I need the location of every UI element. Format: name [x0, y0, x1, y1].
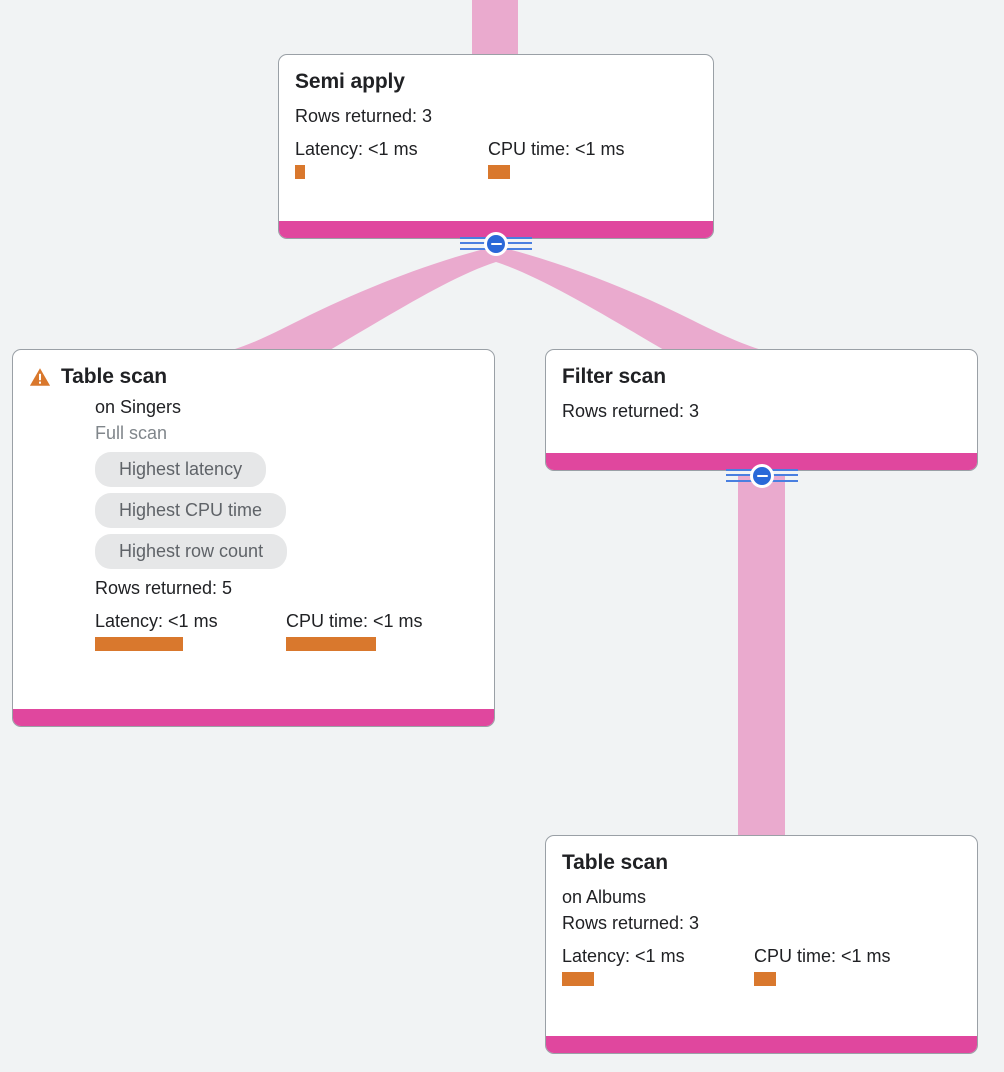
edge-incoming-root	[472, 0, 518, 58]
chip-highest-row-count[interactable]: Highest row count	[95, 534, 288, 569]
node-scan-type: Full scan	[95, 423, 168, 443]
metric-latency-label: Latency: <1 ms	[295, 139, 418, 159]
node-header: Table scan	[562, 850, 961, 876]
node-filter-scan[interactable]: Filter scan Rows returned: 3	[545, 349, 978, 471]
metric-cpu-time: CPU time: <1 ms	[754, 945, 891, 986]
node-details: on Singers Full scan Highest latency Hig…	[29, 394, 478, 651]
metric-cpu-time: CPU time: <1 ms	[286, 610, 423, 651]
node-subtitle: on Albums	[562, 887, 647, 907]
metric-cpu-time: CPU time: <1 ms	[488, 138, 625, 179]
node-header: Semi apply	[295, 69, 697, 95]
node-title: Filter scan	[562, 365, 666, 388]
rows-returned: Rows returned: 5	[95, 578, 233, 598]
metric-latency-label: Latency: <1 ms	[562, 946, 685, 966]
rows-returned: Rows returned: 3	[562, 913, 700, 933]
node-accent-bar	[546, 453, 977, 470]
collapse-minus-icon[interactable]	[484, 232, 508, 256]
chip-highest-cpu-time[interactable]: Highest CPU time	[95, 493, 287, 528]
node-header: Table scan	[29, 364, 478, 390]
metric-cpu-time-bar	[754, 972, 776, 986]
node-title: Semi apply	[295, 70, 405, 93]
metric-latency: Latency: <1 ms	[562, 945, 754, 986]
collapse-minus-icon[interactable]	[750, 464, 774, 488]
metric-latency: Latency: <1 ms	[95, 610, 286, 651]
metric-latency: Latency: <1 ms	[295, 138, 488, 179]
warning-triangle-icon	[29, 368, 51, 386]
node-table-scan-albums[interactable]: Table scan on Albums Rows returned: 3 La…	[545, 835, 978, 1054]
node-header: Filter scan	[562, 364, 961, 390]
node-table-scan-singers[interactable]: Table scan on Singers Full scan Highest …	[12, 349, 495, 727]
node-accent-bar	[546, 1036, 977, 1053]
node-accent-bar	[279, 221, 713, 238]
metric-latency-bar	[295, 165, 305, 179]
node-body: Table scan on Albums Rows returned: 3 La…	[546, 836, 977, 1036]
node-title: Table scan	[562, 851, 668, 874]
node-accent-bar	[13, 709, 494, 726]
node-chip-list: Highest latency Highest CPU time Highest…	[95, 452, 478, 569]
toggle-semi-apply[interactable]	[460, 231, 532, 257]
metric-cpu-time-bar	[286, 637, 376, 651]
node-semi-apply[interactable]: Semi apply Rows returned: 3 Latency: <1 …	[278, 54, 714, 239]
node-body: Filter scan Rows returned: 3	[546, 350, 977, 453]
metric-cpu-time-label: CPU time: <1 ms	[286, 611, 423, 631]
metric-latency-bar	[95, 637, 183, 651]
node-body: Table scan on Singers Full scan Highest …	[13, 350, 494, 709]
node-body: Semi apply Rows returned: 3 Latency: <1 …	[279, 55, 713, 221]
metric-cpu-time-label: CPU time: <1 ms	[754, 946, 891, 966]
metrics-row: Latency: <1 ms CPU time: <1 ms	[295, 138, 697, 179]
metric-cpu-time-label: CPU time: <1 ms	[488, 139, 625, 159]
metric-cpu-time-bar	[488, 165, 510, 179]
rows-returned: Rows returned: 3	[562, 401, 700, 421]
rows-returned: Rows returned: 3	[295, 106, 433, 126]
metrics-row: Latency: <1 ms CPU time: <1 ms	[95, 610, 478, 651]
node-title: Table scan	[61, 365, 167, 388]
metric-latency-bar	[562, 972, 594, 986]
chip-highest-latency[interactable]: Highest latency	[95, 452, 267, 487]
edge-filterscan-to-tablescan-albums	[738, 476, 785, 846]
metrics-row: Latency: <1 ms CPU time: <1 ms	[562, 945, 961, 986]
node-subtitle: on Singers	[95, 397, 182, 417]
metric-latency-label: Latency: <1 ms	[95, 611, 218, 631]
toggle-filter-scan[interactable]	[726, 463, 798, 489]
